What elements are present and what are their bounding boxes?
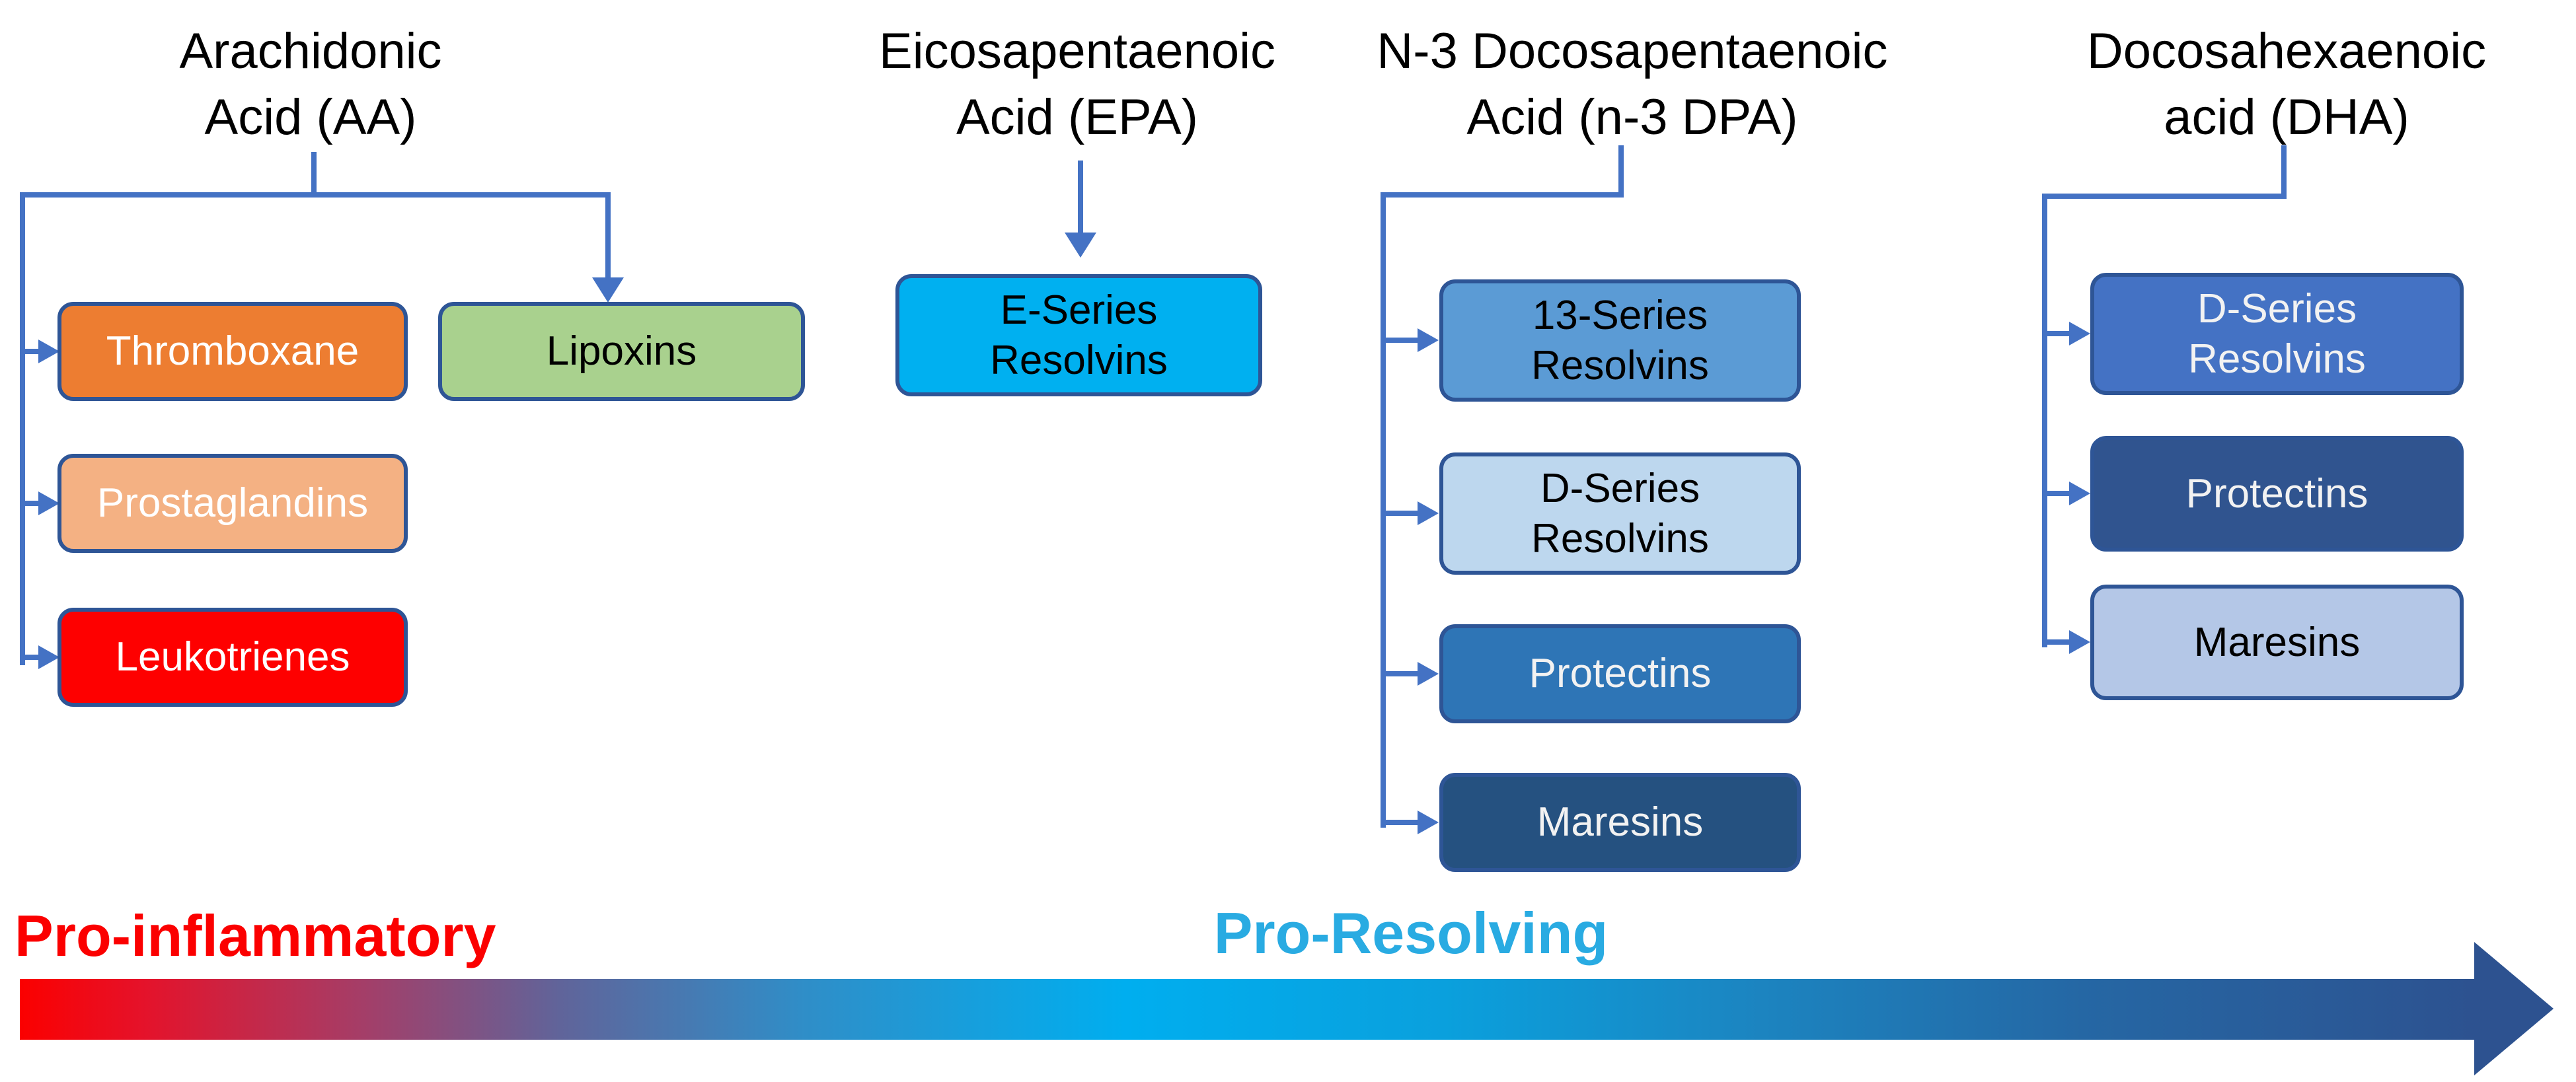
aa-prostaglandins-arrowhead-icon	[38, 491, 59, 515]
epa-arrow-line	[1078, 161, 1083, 234]
dha-branch-line	[2042, 194, 2287, 199]
precursor-title-n3-dpa: N-3 Docosapentaenoic Acid (n-3 DPA)	[1342, 18, 1923, 151]
mediator-label: Resolvins	[990, 337, 1168, 383]
mediator-label: Thromboxane	[106, 328, 360, 375]
mediator-label: D-Series	[2197, 285, 2357, 332]
aa-leukotrienes-arrowhead-icon	[38, 645, 59, 669]
mediator-box-protectins-dpa: Protectins	[1439, 624, 1801, 723]
aa-prostaglandins-arrow-line	[20, 501, 40, 506]
aa-leukotrienes-arrow-line	[20, 655, 40, 660]
dha-protectins-arrow-line	[2042, 491, 2070, 496]
mediator-label: Resolvins	[1531, 515, 1709, 561]
precursor-title-epa: Eicosapentaenoic Acid (EPA)	[826, 18, 1328, 151]
mediator-label: D-Series	[1540, 465, 1700, 511]
mediator-label: Resolvins	[1531, 342, 1709, 388]
title-line: Docosahexaenoic	[2086, 23, 2487, 79]
aa-lipoxins-arrowhead-icon	[592, 277, 624, 303]
mediator-label: E-Series	[1000, 287, 1158, 333]
mediator-box-maresins-dpa: Maresins	[1439, 773, 1801, 872]
title-line: Arachidonic	[179, 23, 442, 79]
aa-left-rail-line	[20, 192, 25, 665]
mediator-box-maresins-dha: Maresins	[2090, 585, 2464, 700]
dha-protectins-arrowhead-icon	[2069, 482, 2090, 505]
mediator-label: Protectins	[1529, 651, 1712, 697]
precursor-title-arachidonic-acid: Arachidonic Acid (AA)	[79, 18, 542, 151]
mediator-box-lipoxins: Lipoxins	[438, 302, 805, 401]
aa-lipoxins-drop-line	[605, 192, 611, 279]
dpa-13series-arrowhead-icon	[1418, 328, 1439, 352]
dpa-left-rail-line	[1381, 192, 1386, 828]
inflammation-gradient-bar	[20, 979, 2476, 1040]
dha-dseries-arrow-line	[2042, 331, 2070, 336]
mediator-label: Prostaglandins	[96, 480, 369, 526]
mediator-box-13-series-resolvins: 13-Series Resolvins	[1439, 279, 1801, 402]
pro-inflammatory-label: Pro-inflammatory	[15, 903, 496, 968]
mediator-box-leukotrienes: Leukotrienes	[57, 608, 408, 707]
mediator-box-d-series-resolvins-dha: D-Series Resolvins	[2090, 273, 2464, 395]
title-line: Eicosapentaenoic	[879, 23, 1275, 79]
dha-maresins-arrowhead-icon	[2069, 630, 2090, 654]
gradient-arrowhead-icon	[2474, 942, 2554, 1075]
precursor-title-dha: Docosahexaenoic acid (DHA)	[2035, 18, 2538, 151]
title-line: Acid (n-3 DPA)	[1466, 89, 1798, 146]
epa-arrowhead-icon	[1065, 233, 1096, 258]
dpa-maresins-arrowhead-icon	[1418, 811, 1439, 834]
mediator-label: Leukotrienes	[115, 634, 350, 680]
aa-thromboxane-arrowhead-icon	[38, 340, 59, 363]
mediator-box-protectins-dha: Protectins	[2090, 436, 2464, 552]
dpa-13series-arrow-line	[1381, 338, 1419, 343]
mediator-label: Lipoxins	[546, 328, 697, 375]
dpa-maresins-arrow-line	[1381, 820, 1419, 825]
aa-branch-line	[20, 192, 611, 198]
dpa-protectins-arrow-line	[1381, 671, 1419, 676]
aa-stem-line	[311, 152, 317, 198]
mediator-box-d-series-resolvins-dpa: D-Series Resolvins	[1439, 452, 1801, 575]
title-line: Acid (AA)	[204, 89, 417, 146]
dpa-stem-line	[1618, 145, 1624, 198]
mediator-label: Maresins	[2193, 619, 2361, 665]
dpa-branch-line	[1381, 192, 1624, 198]
mediator-label: Resolvins	[2188, 336, 2366, 382]
title-line: N-3 Docosapentaenoic	[1377, 23, 1888, 79]
dha-stem-line	[2281, 145, 2287, 199]
dha-maresins-arrow-line	[2042, 639, 2070, 645]
mediator-box-e-series-resolvins: E-Series Resolvins	[895, 274, 1262, 396]
mediator-label: Maresins	[1536, 799, 1704, 846]
mediator-box-thromboxane: Thromboxane	[57, 302, 408, 401]
dpa-dseries-arrowhead-icon	[1418, 501, 1439, 525]
mediator-label: 13-Series	[1532, 292, 1708, 338]
dpa-protectins-arrowhead-icon	[1418, 662, 1439, 686]
title-line: acid (DHA)	[2164, 89, 2409, 146]
dha-left-rail-line	[2042, 194, 2047, 647]
dpa-dseries-arrow-line	[1381, 511, 1419, 516]
aa-thromboxane-arrow-line	[20, 349, 40, 354]
mediator-label: Protectins	[2185, 470, 2368, 517]
title-line: Acid (EPA)	[956, 89, 1198, 146]
mediator-box-prostaglandins: Prostaglandins	[57, 454, 408, 553]
pro-resolving-label: Pro-Resolving	[1213, 900, 1609, 966]
dha-dseries-arrowhead-icon	[2069, 322, 2090, 345]
